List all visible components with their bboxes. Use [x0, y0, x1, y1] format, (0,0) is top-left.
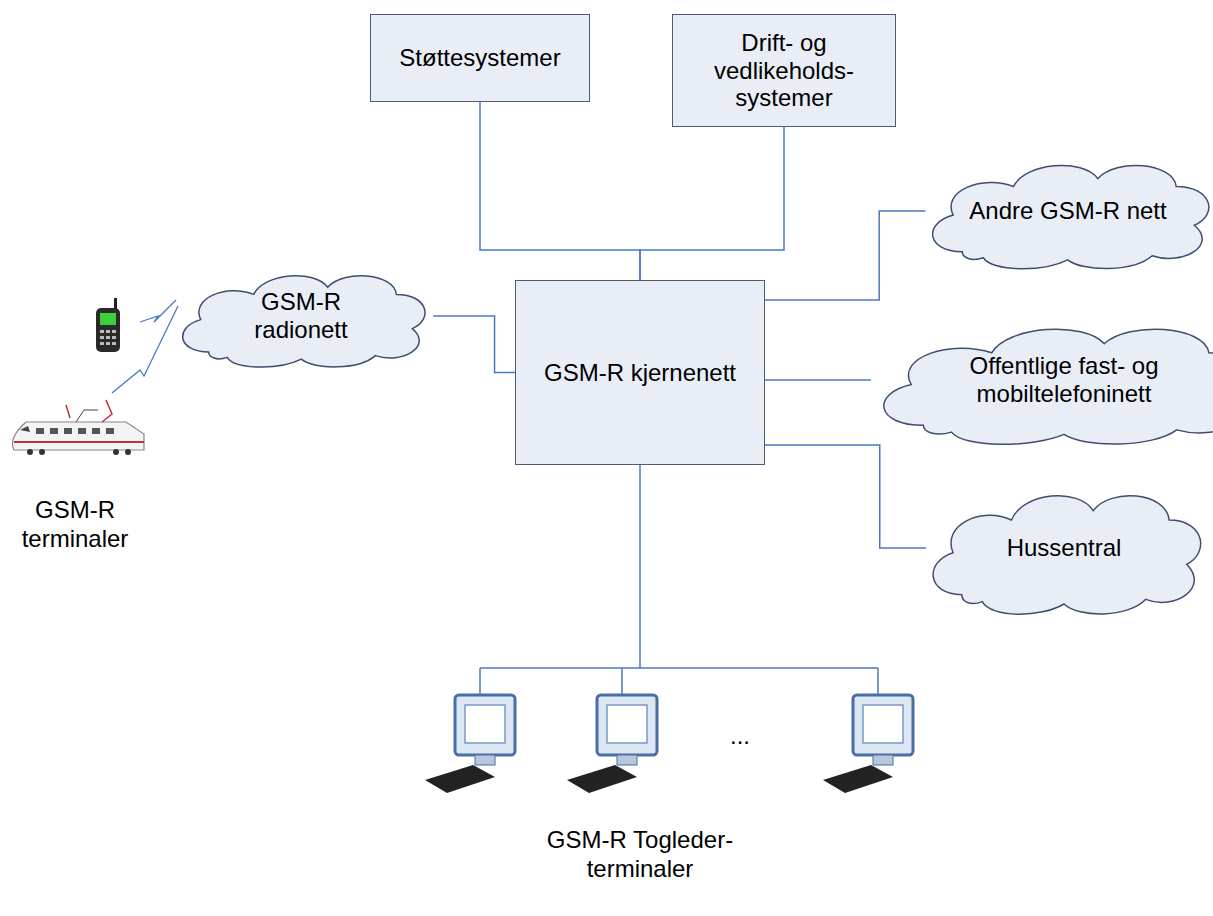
node-text: Drift- og vedlikeholds- systemer — [674, 23, 894, 118]
node-text: Hussentral — [997, 528, 1132, 568]
radio-link — [112, 300, 178, 393]
node-text: Offentlige fast- og mobiltelefoninett — [914, 346, 1213, 413]
node-text: Andre GSM-R nett — [959, 191, 1176, 231]
connector-line — [433, 316, 523, 373]
operations-box: Drift- og vedlikeholds- systemer — [672, 14, 896, 127]
terminal-label: GSM-R Togleder- terminaler — [520, 826, 760, 884]
network-cloud: Offentlige fast- og mobiltelefoninett — [863, 312, 1213, 448]
ellipsis-label: ... — [700, 722, 780, 751]
radio-cloud: GSM-R radionett — [169, 262, 434, 370]
network-cloud: Andre GSM-R nett — [917, 150, 1213, 272]
terminal-wiring — [480, 465, 878, 700]
node-text: GSM-R radionett — [206, 282, 396, 349]
node-text: GSM-R kjernenett — [534, 353, 746, 393]
phone-icon — [96, 298, 120, 352]
connector-line — [765, 445, 926, 548]
core-box: GSM-R kjernenett — [515, 280, 765, 465]
terminal-label: GSM-R terminaler — [10, 496, 140, 554]
computer-icons — [425, 695, 913, 793]
connector-line — [640, 127, 784, 280]
node-text: Støttesystemer — [389, 38, 570, 78]
train-icon — [13, 400, 145, 455]
connector-line — [765, 379, 871, 381]
connector-line — [480, 102, 640, 280]
support-box: Støttesystemer — [370, 14, 590, 102]
connector-line — [765, 211, 925, 300]
network-cloud: Hussentral — [918, 478, 1210, 618]
